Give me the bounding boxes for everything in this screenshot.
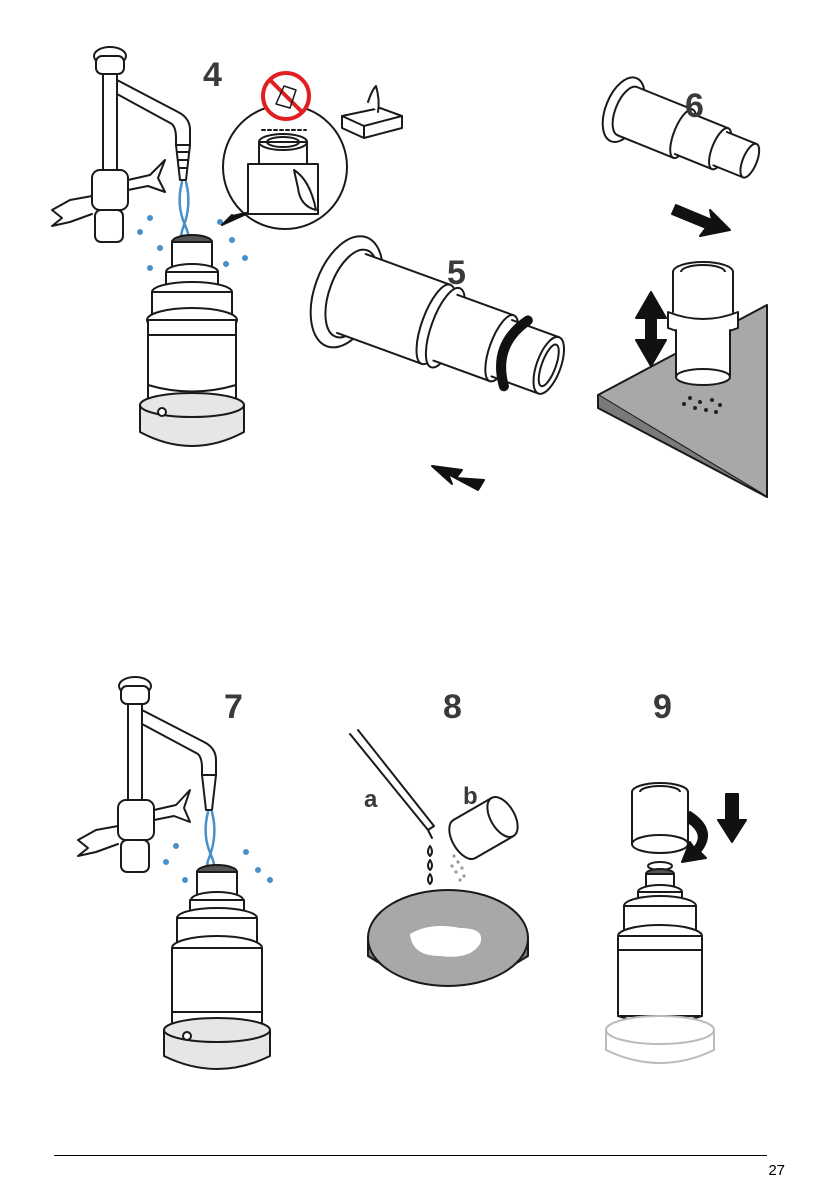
step-6-number: 6 xyxy=(685,89,704,123)
step-6-illustration xyxy=(594,71,769,497)
page-number: 27 xyxy=(768,1162,785,1179)
sub-label-b: b xyxy=(463,785,478,809)
step-5-number: 5 xyxy=(447,256,466,290)
powder-cup xyxy=(443,792,524,864)
detail-magnifier xyxy=(222,105,347,229)
sensor-body xyxy=(140,235,244,446)
step-8-number: 8 xyxy=(443,690,462,724)
step-7-number: 7 xyxy=(224,690,243,724)
footer-rule xyxy=(54,1155,767,1156)
sub-label-a: a xyxy=(364,788,377,812)
pull-arrow xyxy=(672,205,730,236)
push-arrow xyxy=(432,466,484,490)
step-4-number: 4 xyxy=(203,58,222,92)
faucet xyxy=(52,47,190,242)
tap-arrow xyxy=(636,292,666,366)
down-arrow xyxy=(718,794,746,842)
pipette xyxy=(350,730,434,830)
step-8-illustration xyxy=(350,730,528,986)
step-9-illustration xyxy=(606,783,746,1063)
step-9-number: 9 xyxy=(653,690,672,724)
no-brush-icon xyxy=(263,73,309,119)
step-5-illustration xyxy=(297,226,580,490)
tissue-box-icon xyxy=(342,86,402,138)
petri-dish xyxy=(368,890,528,986)
step-7-illustration xyxy=(78,677,272,1069)
